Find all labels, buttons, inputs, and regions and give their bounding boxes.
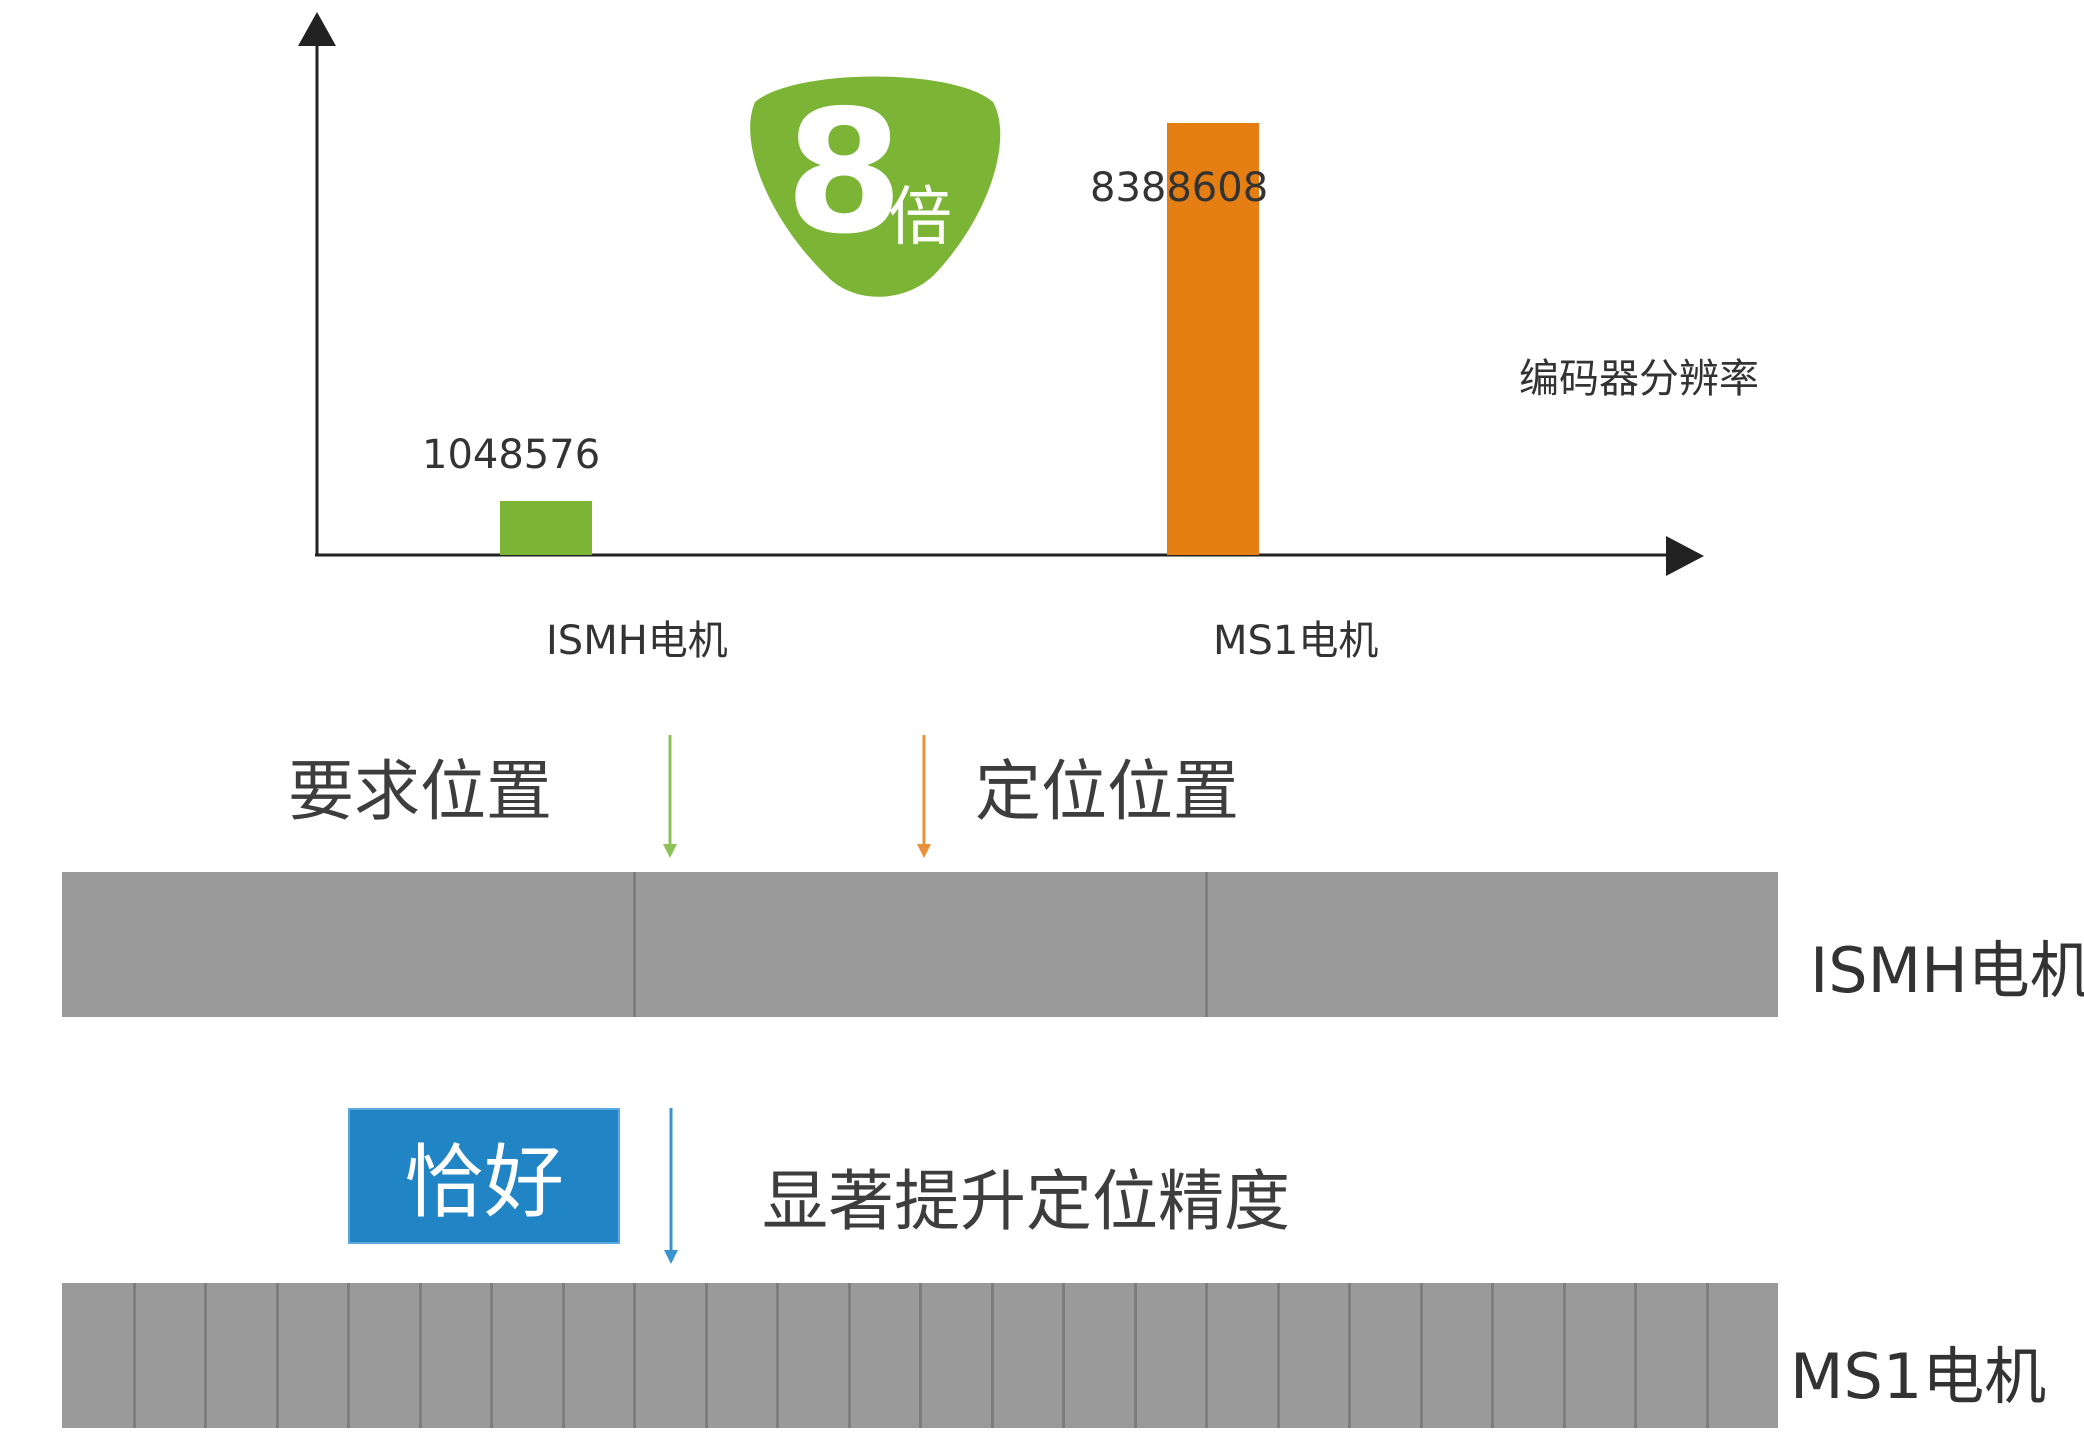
bar-ismh xyxy=(500,500,592,555)
ms1-division-tick xyxy=(1348,1283,1351,1428)
just-right-label: 恰好 xyxy=(404,1136,564,1229)
category-label-ms1: MS1电机 xyxy=(1213,618,1379,664)
required-position-label: 要求位置 xyxy=(288,753,552,830)
bars xyxy=(500,122,1259,555)
ismh-resolution-strip xyxy=(62,872,1778,1017)
bar-ms1 xyxy=(1167,122,1259,555)
x-axis-arrow xyxy=(1666,536,1704,576)
ms1-division-tick xyxy=(776,1283,779,1428)
ms1-division-tick xyxy=(704,1283,708,1428)
actual-position-arrowhead xyxy=(917,844,931,858)
ms1-division-tick xyxy=(490,1283,493,1428)
ms1-division-tick xyxy=(1562,1283,1566,1428)
ms1-division-tick xyxy=(1634,1283,1637,1428)
badge-shape xyxy=(750,76,1001,297)
bar-value-label-ms1: 8388608 xyxy=(1090,165,1269,211)
ms1-resolution-strip xyxy=(62,1283,1778,1428)
ismh-strip-label: ISMH电机 xyxy=(1810,934,2084,1007)
actual-position-label: 定位位置 xyxy=(975,753,1239,830)
ms1-division-tick xyxy=(633,1283,636,1428)
ms1-division-tick xyxy=(990,1283,994,1428)
ms1-division-tick xyxy=(561,1283,565,1428)
required-position-arrowhead xyxy=(663,844,677,858)
ms1-division-tick xyxy=(418,1283,422,1428)
ms1-division-tick xyxy=(919,1283,922,1428)
ms1-division-tick xyxy=(847,1283,851,1428)
bar-value-label-ismh: 1048576 xyxy=(422,432,601,478)
ms1-division-tick xyxy=(1705,1283,1709,1428)
ms1-division-tick xyxy=(1133,1283,1137,1428)
ms1-division-tick xyxy=(204,1283,207,1428)
multiplier-number: 8 xyxy=(785,74,904,272)
ms1-division-tick xyxy=(1062,1283,1065,1428)
ismh-division-tick xyxy=(1205,872,1208,1017)
ms1-division-tick xyxy=(1491,1283,1494,1428)
multiplier-badge xyxy=(750,76,1001,297)
ms1-division-tick xyxy=(1419,1283,1423,1428)
ismh-division-tick xyxy=(633,872,636,1017)
y-axis-label: 编码器分辨率 xyxy=(1519,356,1759,402)
just-right-arrowhead xyxy=(664,1250,678,1264)
improvement-label: 显著提升定位精度 xyxy=(762,1163,1290,1240)
category-label-ismh: ISMH电机 xyxy=(546,618,728,664)
ms1-division-tick xyxy=(1276,1283,1280,1428)
ms1-strip-label: MS1电机 xyxy=(1790,1340,2047,1413)
ms1-division-tick xyxy=(1205,1283,1208,1428)
resolution-bar-chart xyxy=(298,12,1704,576)
multiplier-unit: 倍 xyxy=(888,181,952,255)
just-right-badge: 恰好 xyxy=(348,1108,620,1244)
ms1-division-tick xyxy=(275,1283,279,1428)
ms1-division-tick xyxy=(347,1283,350,1428)
y-axis-arrow xyxy=(298,12,336,46)
ms1-division-tick xyxy=(132,1283,136,1428)
